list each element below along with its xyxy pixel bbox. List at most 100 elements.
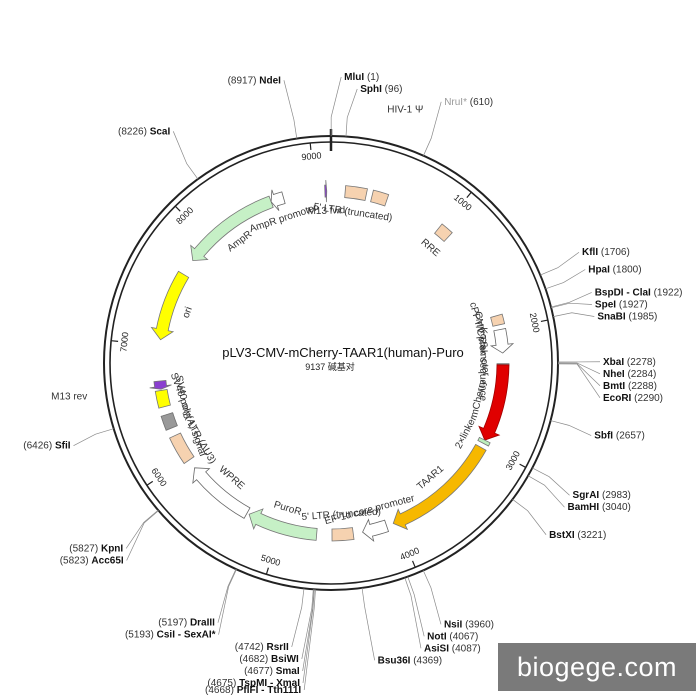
site-name: SpeI [595,299,616,310]
scale-tick-label: 7000 [118,332,130,353]
scale-tick-label: 9000 [301,150,322,162]
site-position: (4067) [449,631,478,642]
site-name: TspMI - XmaI [239,678,300,689]
site-label: AsiSI (4087) [424,643,481,654]
site-leader-line [302,589,315,672]
site-leader-line [551,302,592,309]
feature-m13-rev [149,379,172,390]
site-label: BspDI - ClaI (1922) [595,287,683,298]
site-position: (3040) [602,502,631,513]
scale-tick [519,463,527,468]
site-label: SbfI (2657) [594,431,645,442]
site-position: (3960) [465,619,494,630]
site-name: SbfI [594,431,613,442]
site-leader-line [126,510,159,561]
scale-tick-label: 3000 [504,449,522,471]
site-leader-line [557,362,601,375]
scale-tick [540,319,548,323]
site-name: RsrII [266,642,288,653]
site-name: BamHI [567,502,599,513]
site-rsrii: (4742) RsrII [235,588,305,653]
feature-label: PuroR [272,499,302,518]
site-leader-line [303,589,316,691]
feature-label: HIV-1 Ψ [387,104,423,115]
site-label: (8917) NdeI [228,75,282,86]
scale-tick-label: 5000 [260,553,282,568]
feature-mcherry [478,364,510,441]
site-pflfi-tth111i: (4668) PflFI - Tth111I [205,589,316,696]
site-name: NotI [427,631,447,642]
site-position: (1922) [654,287,683,298]
site-sbfi: SbfI (2657) [550,420,645,442]
site-label: SphI (96) [360,84,402,95]
feature-taar1 [392,443,487,531]
site-label: (5193) CsiI - SexAI* [125,630,216,641]
site-position: (3221) [577,530,606,541]
site-position: (2288) [628,381,657,392]
site-position: (8226) [118,126,147,137]
site-smai: (4677) SmaI [244,589,315,677]
site-name: Acc65I [91,555,123,566]
watermark: biogege.com [498,643,696,691]
site-leader-line [404,577,422,649]
site-leader-line [283,80,298,139]
site-bspdi-clai: BspDI - ClaI (1922) [550,287,683,308]
site-position: (610) [470,97,493,108]
site-position: (4369) [413,655,442,666]
site-leader-line [550,420,592,436]
site-position: (2983) [602,490,631,501]
site-label: BmtI (2288) [603,381,657,392]
site-name: SfiI [55,441,71,452]
site-csii-sexai: (5193) CsiI - SexAI* [125,569,237,641]
feature-cmv-promoter [489,327,515,354]
site-position: (8917) [228,75,257,86]
site-bsu36i: Bsu36I (4369) [361,587,442,666]
scale-tick-label: 2000 [528,312,542,334]
site-leader-line [361,587,375,661]
site-label: XbaI (2278) [603,357,656,368]
site-leader-line [545,269,586,290]
site-position: (2284) [627,369,656,380]
site-name: EcoRI [603,393,632,404]
site-leader-line [217,568,237,623]
site-name: Bsu36I [378,655,411,666]
feature-label: M13 rev [51,392,87,403]
site-position: (2278) [627,357,656,368]
site-label: HpaI (1800) [588,265,641,276]
feature-tag-hiv-1: HIV-1 Ψ [387,104,423,115]
feature-label: 5' LTR (truncated) [301,507,381,523]
site-leader-line [172,131,199,180]
feature-label: M13 fwd [307,205,345,217]
site-leader-line [553,312,595,317]
site-snabi: SnaBI (1985) [553,311,657,322]
scale-tick-label: 6000 [149,466,168,488]
feature-sv40-ori [154,388,171,409]
feature-rre [434,223,453,243]
site-name: DraIII [190,618,215,629]
site-label: MluI (1) [344,72,379,83]
site-label: NheI (2284) [603,369,656,380]
plasmid-size: 9137 碱基对 [305,361,355,372]
site-name: NsiI [444,619,463,630]
site-name: BmtI [603,381,625,392]
site-leader-line [540,251,580,276]
site-name: KpnI [101,543,123,554]
scale-tick-label: 1000 [452,192,474,212]
scale-tick [146,480,154,486]
site-name: NdeI [259,75,281,86]
scale-tick [309,142,312,151]
site-label: SgrAI (2983) [573,490,631,501]
site-leader-line [423,101,442,156]
feature-segment-16 [160,412,178,431]
site-name: BsiWI [271,654,299,665]
site-acc65i: (5823) Acc65I [60,510,159,566]
site-nhei: NheI (2284) [557,362,656,380]
plasmid-backbone [103,129,559,591]
feature-3-ltr-u3 [169,432,195,465]
site-position: (6426) [23,441,52,452]
site-kfli: KflI (1706) [540,247,630,276]
scale-tick [411,560,416,568]
site-position: (1927) [619,299,648,310]
site-label: (6426) SfiI [23,441,70,452]
site-position: (1706) [601,247,630,258]
